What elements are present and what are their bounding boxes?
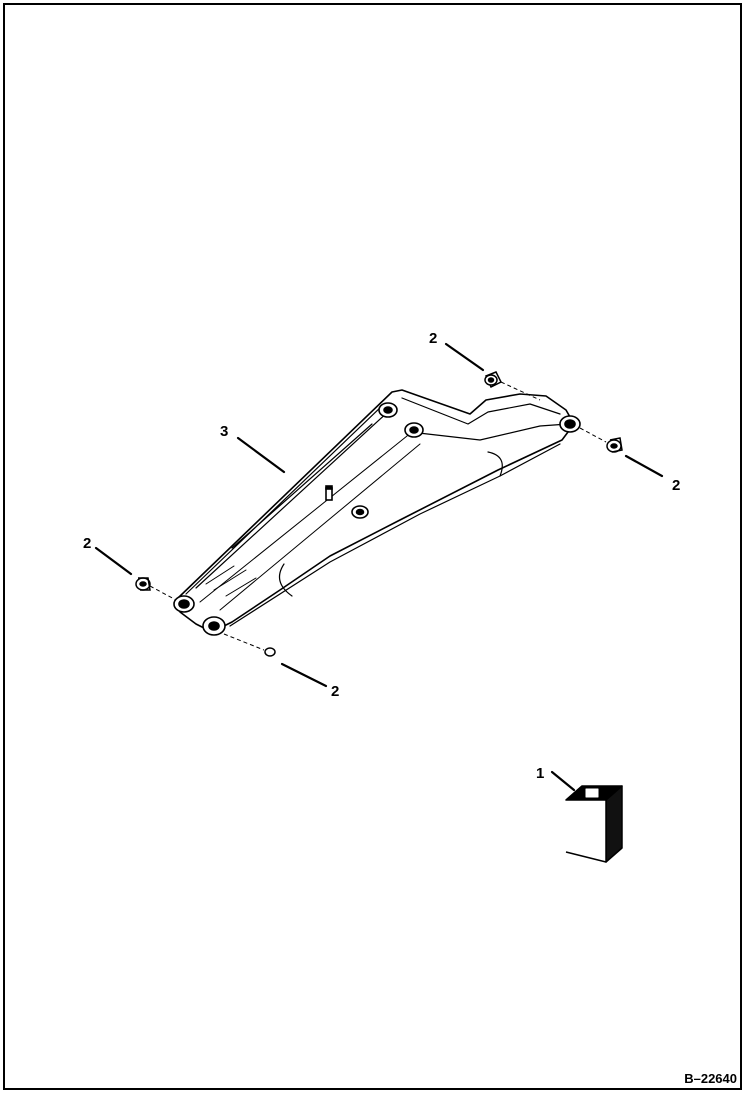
callout-2-top: 2	[429, 330, 437, 347]
bushing-left	[135, 577, 151, 591]
leader-2-top	[444, 342, 485, 372]
callout-2-left: 2	[83, 535, 91, 552]
boom-web-relief-right	[487, 451, 503, 477]
leader-2-right	[624, 454, 664, 478]
leader-3	[236, 436, 286, 474]
callout-3: 3	[220, 423, 228, 440]
boom-base-ribs	[205, 565, 257, 597]
boom-web-relief-left	[278, 563, 293, 597]
boom-top-edge	[185, 403, 391, 595]
decal	[565, 785, 623, 863]
boom-pin-bosses	[173, 402, 581, 636]
drawing-frame	[3, 3, 742, 1090]
callout-2-bottom: 2	[331, 683, 339, 700]
boom-web-line	[199, 431, 413, 603]
assembly-centerlines	[149, 381, 607, 651]
boom-bottom-edge	[229, 443, 561, 627]
callout-2-right: 2	[672, 477, 680, 494]
figure-number: B–22640	[684, 1071, 737, 1086]
leader-1	[550, 770, 576, 792]
bushing-right	[606, 437, 623, 453]
leader-2-left	[94, 546, 133, 576]
leader-lines	[94, 342, 664, 792]
boom-web-line-2	[219, 443, 421, 611]
decal-side-face	[605, 785, 623, 863]
leader-2-bottom	[280, 662, 328, 688]
callout-1: 1	[536, 765, 544, 782]
boom	[177, 389, 575, 633]
boom-upper-plate	[401, 397, 561, 425]
boom-lower-plate-edge	[409, 423, 569, 441]
bushings	[135, 371, 623, 657]
bushing-bottom	[264, 647, 276, 657]
bushing-top	[484, 371, 503, 389]
decal-front-face	[565, 799, 607, 863]
decal-symbol	[585, 788, 599, 798]
